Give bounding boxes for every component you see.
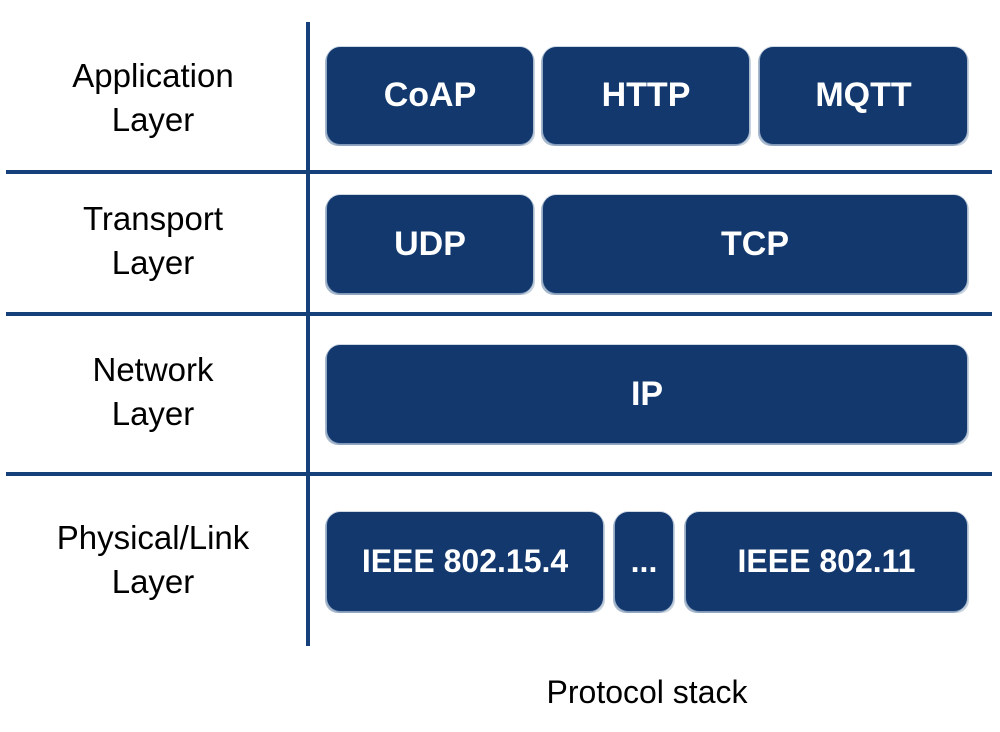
layer-label-application: Application Layer	[72, 57, 234, 138]
protocol-box-coap: CoAP	[327, 47, 533, 144]
diagram-caption: Protocol stack	[546, 674, 748, 710]
layer-label-physical-link: Physical/Link Layer	[56, 519, 250, 600]
row-divider-line-application-transport	[6, 170, 992, 174]
protocol-box-tcp: TCP	[543, 195, 967, 293]
layer-label-network: Network Layer	[92, 351, 214, 432]
layer-label-transport: Transport Layer	[83, 200, 223, 281]
protocol-box-ellipsis: ...	[615, 512, 673, 611]
row-divider-line-network-physical	[6, 472, 992, 476]
protocol-box-ip: IP	[327, 345, 967, 443]
protocol-box-mqtt: MQTT	[760, 47, 967, 144]
protocol-box-ieee-802-11: IEEE 802.11	[686, 512, 967, 611]
row-divider-line-transport-network	[6, 312, 992, 316]
protocol-box-udp: UDP	[327, 195, 533, 293]
protocol-box-ieee-802-15-4: IEEE 802.15.4	[327, 512, 603, 611]
column-divider-line	[306, 22, 310, 646]
protocol-box-http: HTTP	[543, 47, 749, 144]
